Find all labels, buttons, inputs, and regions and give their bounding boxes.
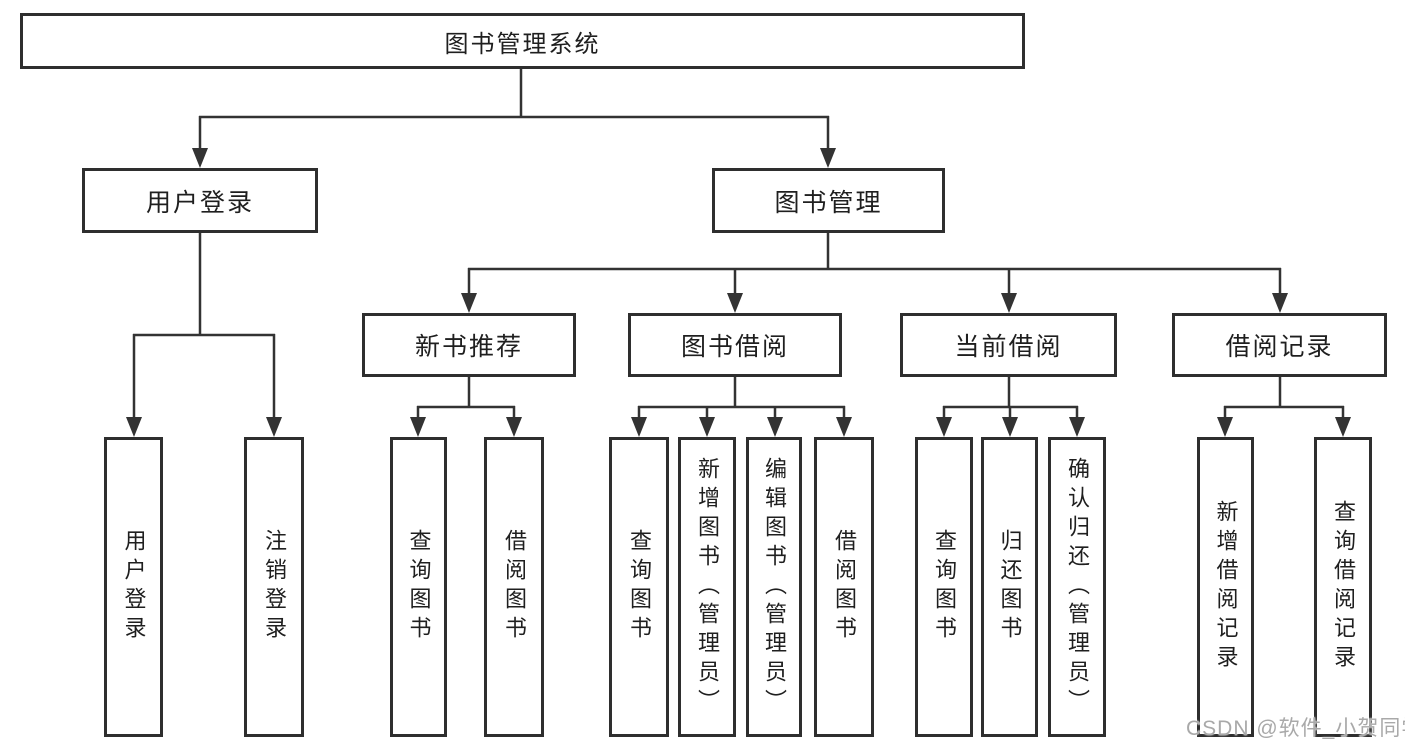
leaf-query-borrow-record-label: 查询借阅记录 (1331, 500, 1356, 674)
node-borrowing-records-label: 借阅记录 (1225, 333, 1334, 361)
connector-root-to-level2 (198, 69, 830, 152)
node-current-borrowing-label: 当前借阅 (954, 333, 1063, 361)
leaf-add-book-admin: 新增图书（管理员） (678, 437, 736, 737)
leaf-query-books-borrow-label: 查询图书 (627, 529, 652, 645)
leaf-query-books-current-label: 查询图书 (932, 529, 957, 645)
leaf-edit-book-admin-label: 编辑图书（管理员） (762, 456, 787, 718)
node-user-login-label: 用户登录 (145, 188, 254, 217)
leaf-query-books-current: 查询图书 (915, 437, 973, 737)
leaf-confirm-return-admin: 确认归还（管理员） (1048, 437, 1106, 737)
leaf-query-books-borrow: 查询图书 (609, 437, 669, 737)
node-new-book-recommend: 新书推荐 (362, 313, 576, 377)
node-book-management: 图书管理 (712, 168, 945, 233)
node-new-book-recommend-label: 新书推荐 (414, 333, 523, 361)
leaf-borrow-books-label: 借阅图书 (832, 529, 857, 645)
node-book-borrowing: 图书借阅 (628, 313, 842, 377)
node-borrowing-records: 借阅记录 (1172, 313, 1387, 377)
leaf-borrow-books: 借阅图书 (814, 437, 874, 737)
node-book-borrowing-label: 图书借阅 (680, 333, 789, 361)
node-root: 图书管理系统 (20, 13, 1025, 69)
leaf-query-borrow-record: 查询借阅记录 (1314, 437, 1372, 737)
leaf-logout: 注销登录 (244, 437, 304, 737)
leaf-query-books-recommend: 查询图书 (390, 437, 447, 737)
leaf-edit-book-admin: 编辑图书（管理员） (746, 437, 802, 737)
node-user-login: 用户登录 (82, 168, 318, 233)
leaf-add-book-admin-label: 新增图书（管理员） (695, 456, 720, 718)
leaf-user-login: 用户登录 (104, 437, 163, 737)
leaf-add-borrow-record: 新增借阅记录 (1197, 437, 1254, 737)
leaf-return-book: 归还图书 (981, 437, 1038, 737)
leaf-borrow-books-recommend: 借阅图书 (484, 437, 544, 737)
arrow-down-icons (126, 148, 1351, 437)
connector-level3-children (416, 377, 1345, 421)
watermark: CSDN @软件_小贺同学 (1186, 717, 1405, 740)
node-current-borrowing: 当前借阅 (900, 313, 1117, 377)
leaf-logout-label: 注销登录 (262, 529, 287, 645)
connector-book-mgmt-children (467, 233, 1282, 297)
leaf-user-login-label: 用户登录 (121, 529, 147, 645)
leaf-add-borrow-record-label: 新增借阅记录 (1213, 500, 1239, 674)
leaf-return-book-label: 归还图书 (997, 529, 1023, 645)
connector-user-login-children (132, 233, 276, 421)
node-root-label: 图书管理系统 (444, 30, 601, 58)
leaf-borrow-books-recommend-label: 借阅图书 (502, 529, 527, 645)
leaf-query-books-recommend-label: 查询图书 (406, 529, 432, 645)
node-book-management-label: 图书管理 (774, 188, 883, 217)
leaf-confirm-return-admin-label: 确认归还（管理员） (1065, 456, 1090, 718)
